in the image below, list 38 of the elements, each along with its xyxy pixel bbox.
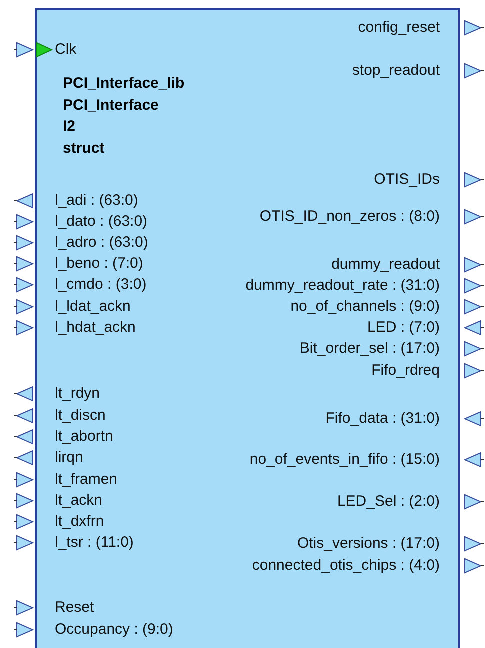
port-label: lt_ackn (55, 492, 103, 510)
block-heading: struct (63, 140, 105, 158)
port-label: no_of_channels : (9:0) (290, 298, 440, 316)
block-heading: PCI_Interface (63, 97, 159, 115)
port-label: stop_readout (352, 62, 440, 80)
block-heading: I2 (63, 118, 76, 136)
port-label: Fifo_data : (31:0) (326, 410, 440, 428)
port-label: OTIS_ID_non_zeros : (8:0) (260, 208, 440, 226)
port-label: l_adi : (63:0) (55, 192, 138, 210)
port-label: l_tsr : (11:0) (55, 534, 134, 552)
port-label: lt_abortn (55, 428, 114, 446)
port-label: Otis_versions : (17:0) (297, 535, 440, 553)
port-label: connected_otis_chips : (4:0) (252, 557, 440, 575)
block-heading: PCI_Interface_lib (63, 75, 185, 93)
port-label: l_cmdo : (3:0) (55, 276, 147, 294)
port-label: lt_framen (55, 471, 118, 489)
port-label: Occupancy : (9:0) (55, 621, 174, 639)
port-label: l_adro : (63:0) (55, 234, 148, 252)
port-label: LED : (7:0) (367, 319, 440, 337)
port-label: Fifo_rdreq (372, 362, 440, 380)
port-label: dummy_readout (332, 256, 440, 274)
port-label: lt_dxfrn (55, 513, 104, 531)
port-label: config_reset (358, 19, 440, 37)
port-label: dummy_readout_rate : (31:0) (246, 277, 440, 295)
port-label: LED_Sel : (2:0) (337, 493, 440, 511)
port-label: OTIS_IDs (374, 171, 440, 189)
port-label: lirqn (55, 449, 84, 467)
port-label: lt_rdyn (55, 385, 100, 403)
clock-port-label: Clk (55, 41, 77, 59)
port-label: no_of_events_in_fifo : (15:0) (250, 451, 440, 469)
port-label: Reset (55, 599, 94, 617)
port-label: l_dato : (63:0) (55, 213, 148, 231)
port-label: lt_discn (55, 407, 106, 425)
component-block (35, 8, 460, 648)
port-label: l_ldat_ackn (55, 298, 131, 316)
port-label: l_hdat_ackn (55, 319, 136, 337)
port-label: Bit_order_sel : (17:0) (300, 340, 440, 358)
port-label: l_beno : (7:0) (55, 255, 144, 273)
